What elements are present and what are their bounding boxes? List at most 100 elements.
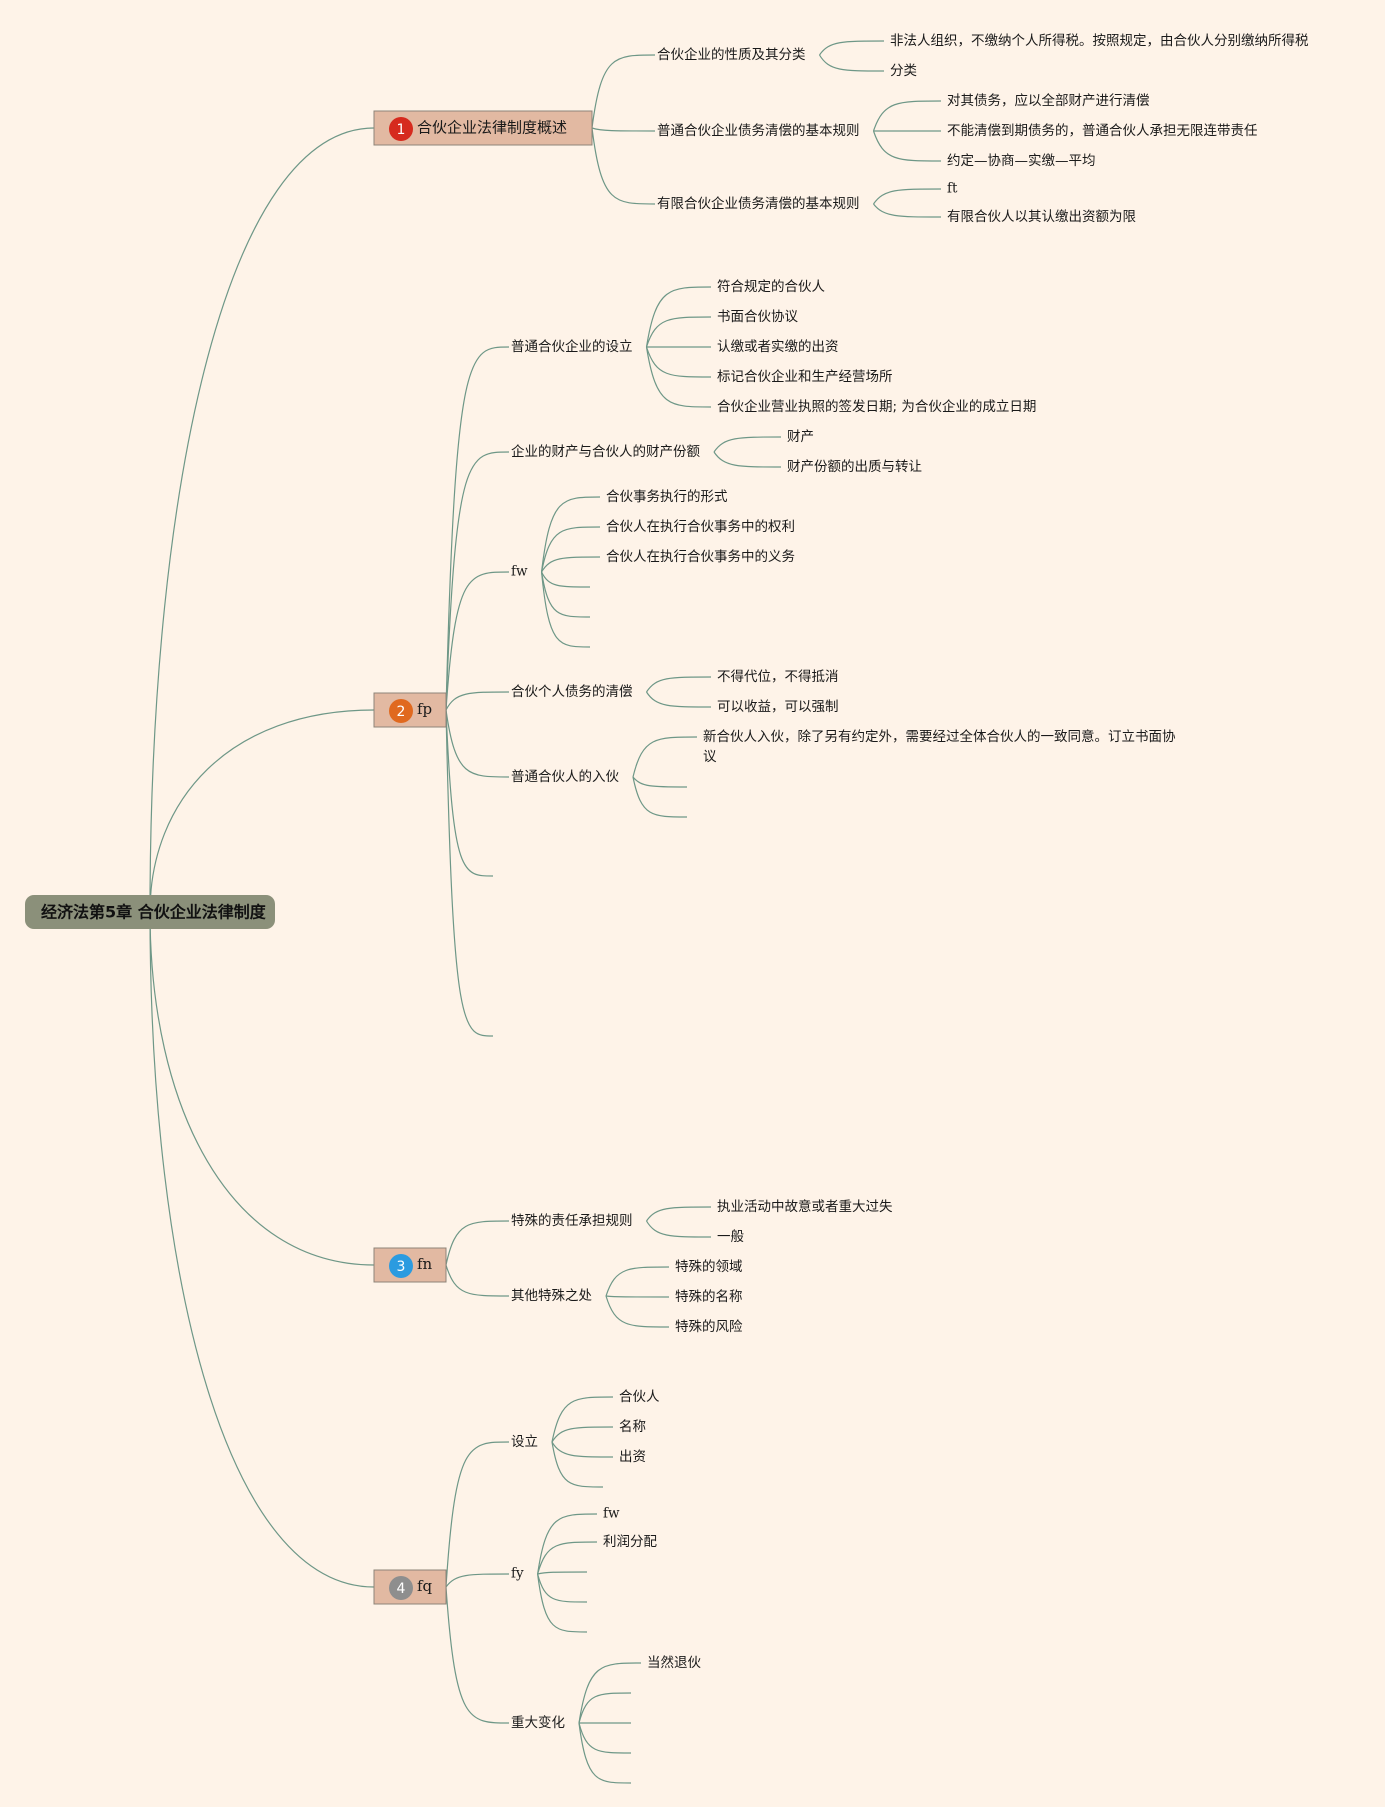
branch-2-subtopic-2[interactable]: 企业的财产与合伙人的财产份额 [511,443,700,460]
branch-2-subtopic-1-link-1 [645,286,712,348]
branch-1-subtopic-1-link-2 [818,54,885,72]
branch-4-subtopic-2[interactable]: fy [511,1566,524,1582]
branch-3-subtopic-1-item-1[interactable]: 执业活动中故意或者重大过失 [717,1198,893,1215]
branch-2-subtopic-1-item-2[interactable]: 书面合伙协议 [717,309,798,325]
branch-4-subtopic-2-item-2[interactable]: 利润分配 [603,1534,657,1550]
root-link-branch-2 [149,709,375,913]
branch-2-subtopic-1-item-5[interactable]: 合伙企业营业执照的签发日期; 为合伙企业的成立日期 [717,398,1036,415]
branch-2-link-7 [445,709,494,1037]
branch-1-subtopic-3-item-2[interactable]: 有限合伙人以其认缴出资额为限 [947,209,1136,225]
branch-4-subtopic-1-item-3[interactable]: 出资 [619,1449,646,1465]
branch-4-subtopic-1-link-2 [551,1426,614,1443]
branch-4-subtopic-3-item-1[interactable]: 当然退伙 [647,1654,701,1671]
branch-3-subtopic-2-item-1[interactable]: 特殊的领域 [675,1259,743,1275]
branch-2-subtopic-2-item-1[interactable]: 财产 [787,429,814,445]
branch-2-subtopic-2-link-2 [713,451,782,468]
branch-1-subtopic-2-item-2[interactable]: 不能清偿到期债务的，普通合伙人承担无限连带责任 [947,123,1258,139]
branch-1-link-3 [591,127,656,205]
branch-3-label: fn [417,1255,433,1273]
branch-1-subtopic-2-item-1[interactable]: 对其债务，应以全部财产进行清偿 [947,92,1150,109]
branch-2-subtopic-1-item-3[interactable]: 认缴或者实缴的出资 [717,339,839,355]
branch-1-subtopic-1-item-1[interactable]: 非法人组织，不缴纳个人所得税。按照规定，由合伙人分别缴纳所得税 [890,32,1309,49]
branch-4-link-2 [445,1573,510,1588]
branch-2-subtopic-5-item-1-line-2: 议 [703,749,717,765]
branch-3-subtopic-1[interactable]: 特殊的责任承担规则 [511,1213,633,1229]
branch-1-subtopic-1[interactable]: 合伙企业的性质及其分类 [657,46,806,63]
branch-1-subtopic-3-link-2 [873,203,942,218]
branch-4-subtopic-1-link-3 [551,1441,614,1458]
branch-1-number-badge-label: 1 [397,122,406,138]
branch-1-subtopic-2-item-3[interactable]: 约定—协商—实缴—平均 [947,153,1096,169]
branch-2-subtopic-2-item-2[interactable]: 财产份额的出质与转让 [787,459,922,475]
branch-2-subtopic-3[interactable]: fw [511,564,528,580]
branch-3-number-badge-label: 3 [397,1259,406,1275]
branch-1-subtopic-2-link-1 [872,100,942,132]
branch-2-subtopic-1-item-1[interactable]: 符合规定的合伙人 [717,279,825,295]
branch-4-subtopic-3-link-2 [578,1692,632,1724]
branch-1-subtopic-3[interactable]: 有限合伙企业债务清偿的基本规则 [657,195,860,212]
branch-3-subtopic-2[interactable]: 其他特殊之处 [511,1288,592,1304]
branch-4-subtopic-1-item-2[interactable]: 名称 [619,1419,646,1435]
root-link-branch-1 [149,127,375,913]
branch-4-subtopic-2-link-3 [537,1571,588,1575]
branch-2-subtopic-1-link-4 [645,346,712,378]
branch-2-subtopic-3-item-1[interactable]: 合伙事务执行的形式 [606,489,728,505]
branch-2-subtopic-5[interactable]: 普通合伙人的入伙 [511,769,619,785]
branch-2-subtopic-5-item-1[interactable]: 新合伙人入伙，除了另有约定外，需要经过全体合伙人的一致同意。订立书面协 [703,728,1176,745]
root-node[interactable]: 经济法第5章 合伙企业法律制度 [25,895,275,929]
branch-3-number-badge [389,1254,413,1278]
branch-3-subtopic-2-link-1 [605,1266,670,1297]
branch-2-subtopic-5-link-1 [632,736,698,778]
branch-2-subtopic-3-item-2[interactable]: 合伙人在执行合伙事务中的权利 [606,518,795,535]
branch-1-node[interactable]: 1 合伙企业法律制度概述 [373,110,593,146]
branch-2-link-1 [445,346,510,711]
branch-2-subtopic-2-link-1 [713,436,782,453]
branch-2-subtopic-4-item-1[interactable]: 不得代位，不得抵消 [717,668,839,685]
branch-2-subtopic-3-link-4 [541,571,591,588]
branch-3-subtopic-2-item-2[interactable]: 特殊的名称 [675,1289,743,1305]
branch-4-subtopic-1-item-1[interactable]: 合伙人 [619,1389,660,1405]
branch-3-link-1 [445,1220,510,1266]
root-link-branch-4 [149,911,375,1588]
branch-2-subtopic-5-link-2 [632,776,688,788]
branch-3-subtopic-2-item-3[interactable]: 特殊的风险 [675,1319,743,1335]
branch-3-subtopic-1-link-2 [645,1220,712,1238]
branch-1-subtopic-2[interactable]: 普通合伙企业债务清偿的基本规则 [657,122,860,139]
branch-4-subtopic-1-link-1 [551,1396,614,1443]
branch-1-link-1 [591,54,656,129]
root-node-box [25,895,275,929]
branch-2-subtopic-1-item-4[interactable]: 标记合伙企业和生产经营场所 [717,368,893,385]
connector-lines [149,40,942,1784]
root-link-branch-3 [149,911,375,1266]
branch-1-subtopic-1-item-2[interactable]: 分类 [890,63,917,79]
branch-4-subtopic-3[interactable]: 重大变化 [511,1715,565,1731]
branch-4-subtopic-3-link-4 [578,1722,632,1754]
branch-1-subtopic-3-item-1[interactable]: ft [947,181,958,197]
branch-2-subtopic-3-link-2 [540,526,601,573]
branch-4-subtopic-2-link-4 [537,1573,588,1603]
branch-1-label: 合伙企业法律制度概述 [417,119,567,137]
branch-3-subtopic-1-item-2[interactable]: 一般 [717,1229,745,1245]
branch-2-link-5 [445,709,510,778]
branch-2-subtopic-1[interactable]: 普通合伙企业的设立 [511,338,633,355]
branch-4-subtopic-2-item-1[interactable]: fw [603,1506,620,1522]
branch-2-label: fp [417,700,432,718]
branch-2-subtopic-3-item-3[interactable]: 合伙人在执行合伙事务中的义务 [606,549,795,565]
branch-4-subtopic-1[interactable]: 设立 [511,1434,538,1450]
branch-3-subtopic-2-link-3 [605,1295,670,1328]
branch-1-link-2 [591,127,656,132]
branch-2-subtopic-4-item-2[interactable]: 可以收益，可以强制 [717,699,839,715]
branch-1-subtopic-3-link-1 [873,188,942,205]
branch-2-subtopic-3-link-5 [540,571,591,618]
branch-2-link-6 [445,709,494,877]
mind-map-nodes: 经济法第5章 合伙企业法律制度 1 合伙企业法律制度概述 合伙企业的性质及其分类 非法人… [25,32,1309,1731]
branch-2-subtopic-4[interactable]: 合伙个人债务的清偿 [511,684,633,700]
branch-4-number-badge [389,1576,413,1600]
branch-3-node[interactable]: 3 fn [373,1247,447,1283]
branch-1-subtopic-2-link-3 [872,130,942,162]
branch-2-subtopic-1-link-5 [645,346,712,408]
branch-4-subtopic-2-link-2 [537,1541,598,1575]
